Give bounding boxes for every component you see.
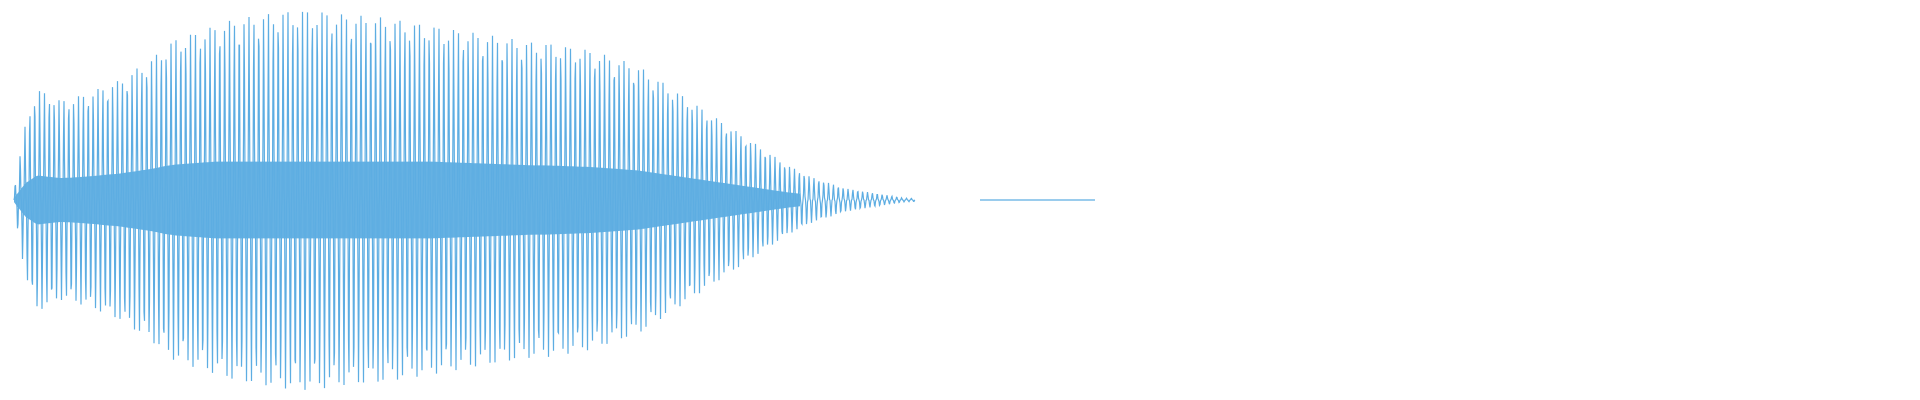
waveform-body [14,161,800,239]
waveform-group [13,11,1095,390]
